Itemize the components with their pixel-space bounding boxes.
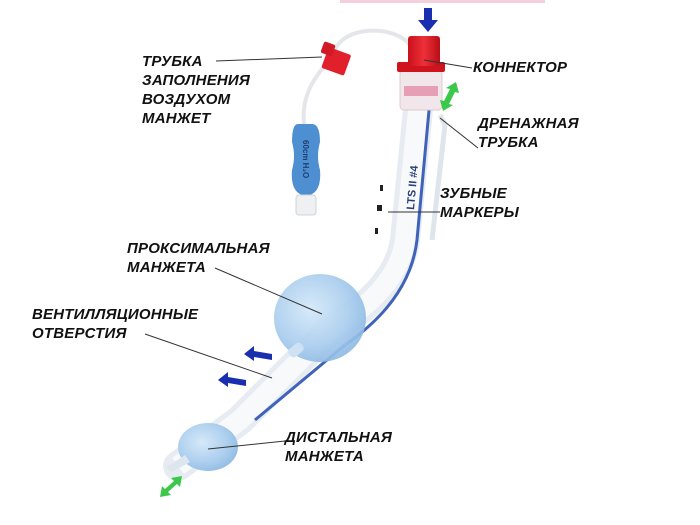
label-line: МАНЖЕТА xyxy=(127,259,206,276)
tube-marking: LTS II #4 xyxy=(405,164,421,210)
label-proximal-cuff: ПРОКСИМАЛЬНАЯ МАНЖЕТА xyxy=(127,239,270,277)
balloon-marking: 60cm H₂O xyxy=(301,140,310,178)
label-fill-tube: ТРУБКА ЗАПОЛНЕНИЯ ВОЗДУХОМ МАНЖЕТ xyxy=(142,52,250,128)
label-line: ОТВЕРСТИЯ xyxy=(32,325,127,342)
vent-arrow-icon xyxy=(218,346,272,387)
pilot-balloon: 60cm H₂O xyxy=(291,124,321,216)
connector xyxy=(397,36,445,111)
airflow-in-arrow-icon xyxy=(418,8,438,32)
label-line: МАНЖЕТА xyxy=(285,448,364,465)
label-line: ПРОКСИМАЛЬНАЯ xyxy=(127,240,270,257)
teeth-markers xyxy=(375,185,383,234)
top-bar xyxy=(340,0,545,3)
label-connector: КОННЕКТОР xyxy=(473,58,567,77)
label-line: ВОЗДУХОМ xyxy=(142,91,231,108)
pilot-cap xyxy=(320,41,351,76)
label-line: ТРУБКА xyxy=(142,53,203,70)
label-line: ВЕНТИЛЛЯЦИОННЫЕ xyxy=(32,306,199,323)
label-vent-holes: ВЕНТИЛЛЯЦИОННЫЕ ОТВЕРСТИЯ xyxy=(32,305,198,343)
pilot-line xyxy=(301,28,412,126)
label-line: ТРУБКА xyxy=(478,134,539,151)
leader-lines xyxy=(144,56,479,450)
proximal-cuff xyxy=(274,274,366,362)
label-line: МАРКЕРЫ xyxy=(440,204,519,221)
label-drain-tube: ДРЕНАЖНАЯ ТРУБКА xyxy=(478,114,579,152)
label-line: ЗУБНЫЕ xyxy=(440,185,507,202)
label-line: ДИСТАЛЬНАЯ xyxy=(285,429,393,446)
label-line: ДРЕНАЖНАЯ xyxy=(478,115,579,132)
drain-arrow-icon xyxy=(160,82,459,497)
label-teeth-markers: ЗУБНЫЕ МАРКЕРЫ xyxy=(440,184,519,222)
label-line: МАНЖЕТ xyxy=(142,110,211,127)
drain-tube xyxy=(429,113,448,241)
tube-tip xyxy=(165,455,190,472)
distal-cuff xyxy=(178,423,238,471)
label-line: КОННЕКТОР xyxy=(473,59,568,76)
label-line: ЗАПОЛНЕНИЯ xyxy=(142,72,251,89)
label-distal-cuff: ДИСТАЛЬНАЯ МАНЖЕТА xyxy=(285,428,392,466)
